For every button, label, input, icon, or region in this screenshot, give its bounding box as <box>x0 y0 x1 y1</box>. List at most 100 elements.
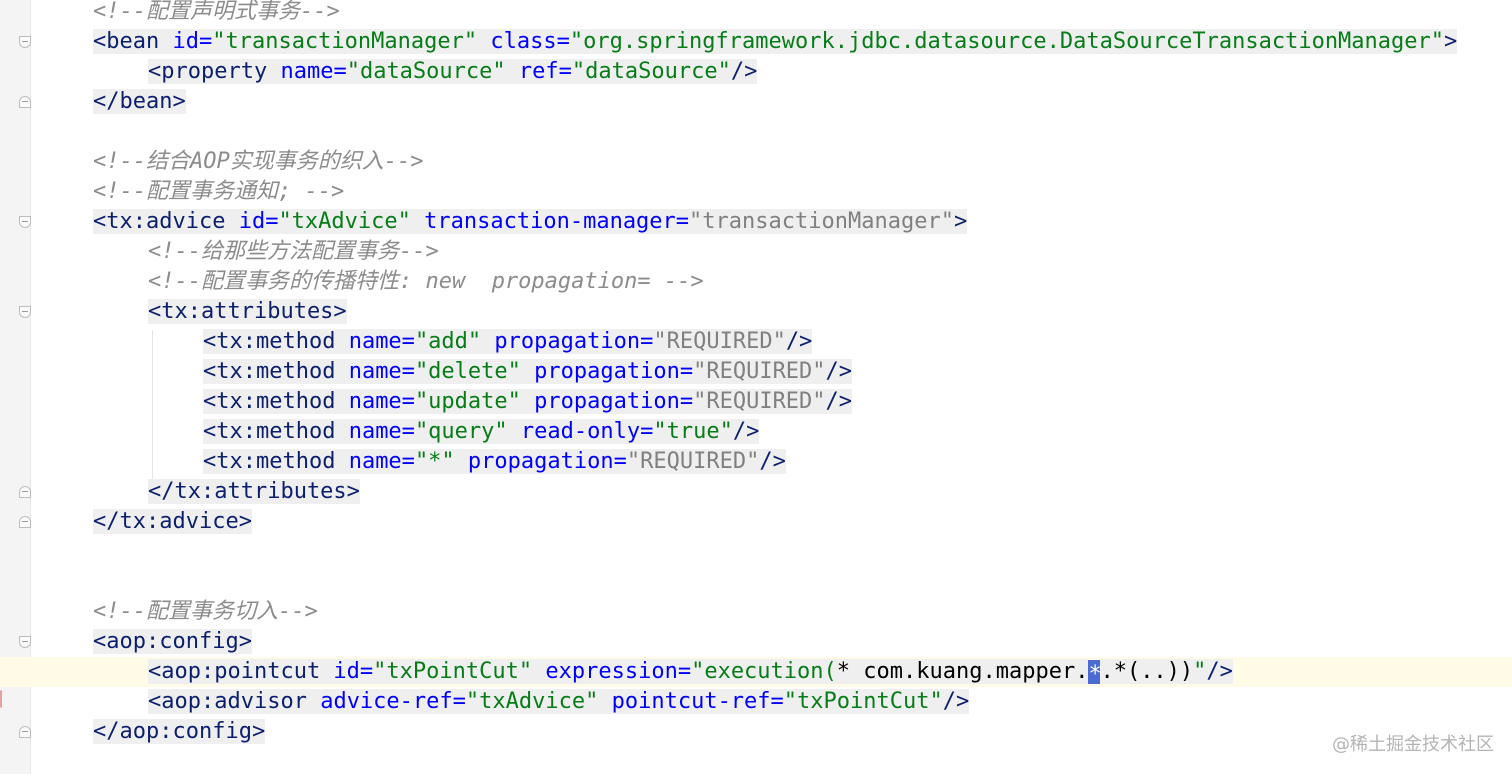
code-token: <tx:method <box>203 329 336 354</box>
code-comment: <!--给那些方法配置事务--> <box>148 239 439 264</box>
code-line-content: <tx:attributes> <box>148 297 347 327</box>
code-line[interactable]: <tx:method name="delete" propagation="RE… <box>0 357 1512 387</box>
code-token: name= <box>335 389 415 414</box>
code-line[interactable]: </tx:advice> <box>0 507 1512 537</box>
code-token: propagation= <box>520 389 694 414</box>
code-token: </aop:config> <box>93 719 266 744</box>
code-token: propagation= <box>520 359 694 384</box>
code-token: <tx:method <box>203 449 336 474</box>
code-token: name= <box>335 449 415 474</box>
code-line-content: <tx:advice id="txAdvice" transaction-man… <box>93 207 968 237</box>
code-token: <tx:method <box>203 419 336 444</box>
code-line[interactable] <box>0 117 1512 147</box>
code-line[interactable]: <tx:method name="add" propagation="REQUI… <box>0 327 1512 357</box>
code-comment: <!--配置事务切入--> <box>93 599 318 624</box>
code-token: read-only= <box>507 419 654 444</box>
code-token: " <box>1193 659 1207 684</box>
code-token: "txAdvice" <box>465 689 599 714</box>
fold-icon[interactable] <box>19 36 31 48</box>
code-line-content: </bean> <box>93 87 186 117</box>
code-token: <tx:advice <box>93 209 226 234</box>
code-token: * com.kuang.mapper. <box>836 659 1089 684</box>
code-token: expression= <box>532 659 692 684</box>
code-token: "dataSource" <box>571 59 731 84</box>
code-line[interactable]: </tx:attributes> <box>0 477 1512 507</box>
code-line[interactable]: <!--配置事务通知; --> <box>0 177 1512 207</box>
code-token: transaction-manager= <box>410 209 690 234</box>
code-token: "transactionManager" <box>689 209 954 234</box>
code-line[interactable]: <tx:advice id="txAdvice" transaction-man… <box>0 207 1512 237</box>
code-token: "add" <box>414 329 482 354</box>
code-token: <bean <box>93 29 160 54</box>
code-line[interactable]: <!--给那些方法配置事务--> <box>0 237 1512 267</box>
fold-icon[interactable] <box>19 306 31 318</box>
code-token: /> <box>732 419 760 444</box>
fold-icon[interactable] <box>19 486 31 498</box>
code-token: advice-ref= <box>306 689 466 714</box>
code-line[interactable]: <tx:method name="query" read-only="true"… <box>0 417 1512 447</box>
indent-guide <box>152 330 153 480</box>
code-token: "execution( <box>691 659 837 684</box>
fold-icon[interactable] <box>19 516 31 528</box>
code-line[interactable]: <!--结合AOP实现事务的织入--> <box>0 147 1512 177</box>
code-token: <tx:attributes> <box>148 299 347 324</box>
code-token: name= <box>267 59 347 84</box>
code-line[interactable]: <!--配置事务的传播特性: new propagation= --> <box>0 267 1512 297</box>
code-token: propagation= <box>454 449 627 474</box>
code-line[interactable]: <!--配置事务切入--> <box>0 597 1512 627</box>
code-token: pointcut-ref= <box>598 689 784 714</box>
code-line-content: <!--配置声明式事务--> <box>93 0 340 27</box>
code-line-content: <!--配置事务通知; --> <box>93 177 344 207</box>
code-token: "REQUIRED" <box>653 329 786 354</box>
code-line-content: <!--结合AOP实现事务的织入--> <box>93 147 423 177</box>
code-line[interactable]: <aop:advisor advice-ref="txAdvice" point… <box>0 687 1512 717</box>
code-token: <aop:advisor <box>148 689 307 714</box>
code-line[interactable] <box>0 537 1512 567</box>
fold-icon[interactable] <box>19 726 31 738</box>
code-token: "REQUIRED" <box>626 449 760 474</box>
code-token: <aop:config> <box>93 629 252 654</box>
code-token: .*(..)) <box>1100 659 1194 684</box>
code-token: name= <box>335 329 415 354</box>
fold-icon[interactable] <box>19 216 31 228</box>
code-comment: <!--配置事务的传播特性: new propagation= --> <box>148 269 704 294</box>
code-line-content: <tx:method name="query" read-only="true"… <box>203 417 760 447</box>
code-token: /> <box>1206 659 1233 684</box>
code-line[interactable]: </bean> <box>0 87 1512 117</box>
code-line[interactable]: </aop:config> <box>0 717 1512 747</box>
code-line-content: <aop:pointcut id="txPointCut" expression… <box>148 657 1233 687</box>
code-token: <tx:method <box>203 359 336 384</box>
code-line-content: <aop:advisor advice-ref="txAdvice" point… <box>148 687 970 717</box>
code-line-content: <!--配置事务切入--> <box>93 597 318 627</box>
code-line[interactable]: <bean id="transactionManager" class="org… <box>0 27 1512 57</box>
code-token: "dataSource" <box>346 59 506 84</box>
code-line-content: <property name="dataSource" ref="dataSou… <box>148 57 758 87</box>
code-line[interactable]: <aop:pointcut id="txPointCut" expression… <box>0 657 1512 687</box>
code-line[interactable]: <aop:config> <box>0 627 1512 657</box>
code-token: "org.springframework.jdbc.datasource.Dat… <box>569 29 1445 54</box>
code-line[interactable] <box>0 567 1512 597</box>
code-token: name= <box>335 359 415 384</box>
change-marker-icon <box>0 690 6 708</box>
code-line[interactable]: <tx:method name="update" propagation="RE… <box>0 387 1512 417</box>
fold-icon[interactable] <box>19 96 31 108</box>
code-token: "*" <box>414 449 455 474</box>
fold-icon[interactable] <box>19 636 31 648</box>
code-line-content: <aop:config> <box>93 627 252 657</box>
code-token: > <box>953 209 968 234</box>
code-line[interactable]: <tx:attributes> <box>0 297 1512 327</box>
code-line-content: <!--给那些方法配置事务--> <box>148 237 439 267</box>
code-line-content: <tx:method name="delete" propagation="RE… <box>203 357 853 387</box>
code-token: "txAdvice" <box>278 209 411 234</box>
code-token: "update" <box>414 389 521 414</box>
code-token: /> <box>825 389 853 414</box>
code-line-content: </tx:advice> <box>93 507 252 537</box>
code-line-content: <tx:method name="update" propagation="RE… <box>203 387 853 417</box>
code-line[interactable]: <property name="dataSource" ref="dataSou… <box>0 57 1512 87</box>
code-line[interactable]: <tx:method name="*" propagation="REQUIRE… <box>0 447 1512 477</box>
code-token: /> <box>942 689 970 714</box>
code-line[interactable]: <!--配置声明式事务--> <box>0 0 1512 27</box>
code-comment: <!--配置声明式事务--> <box>93 0 340 24</box>
code-token: "transactionManager" <box>212 29 478 54</box>
code-token: <aop:pointcut <box>148 659 321 684</box>
